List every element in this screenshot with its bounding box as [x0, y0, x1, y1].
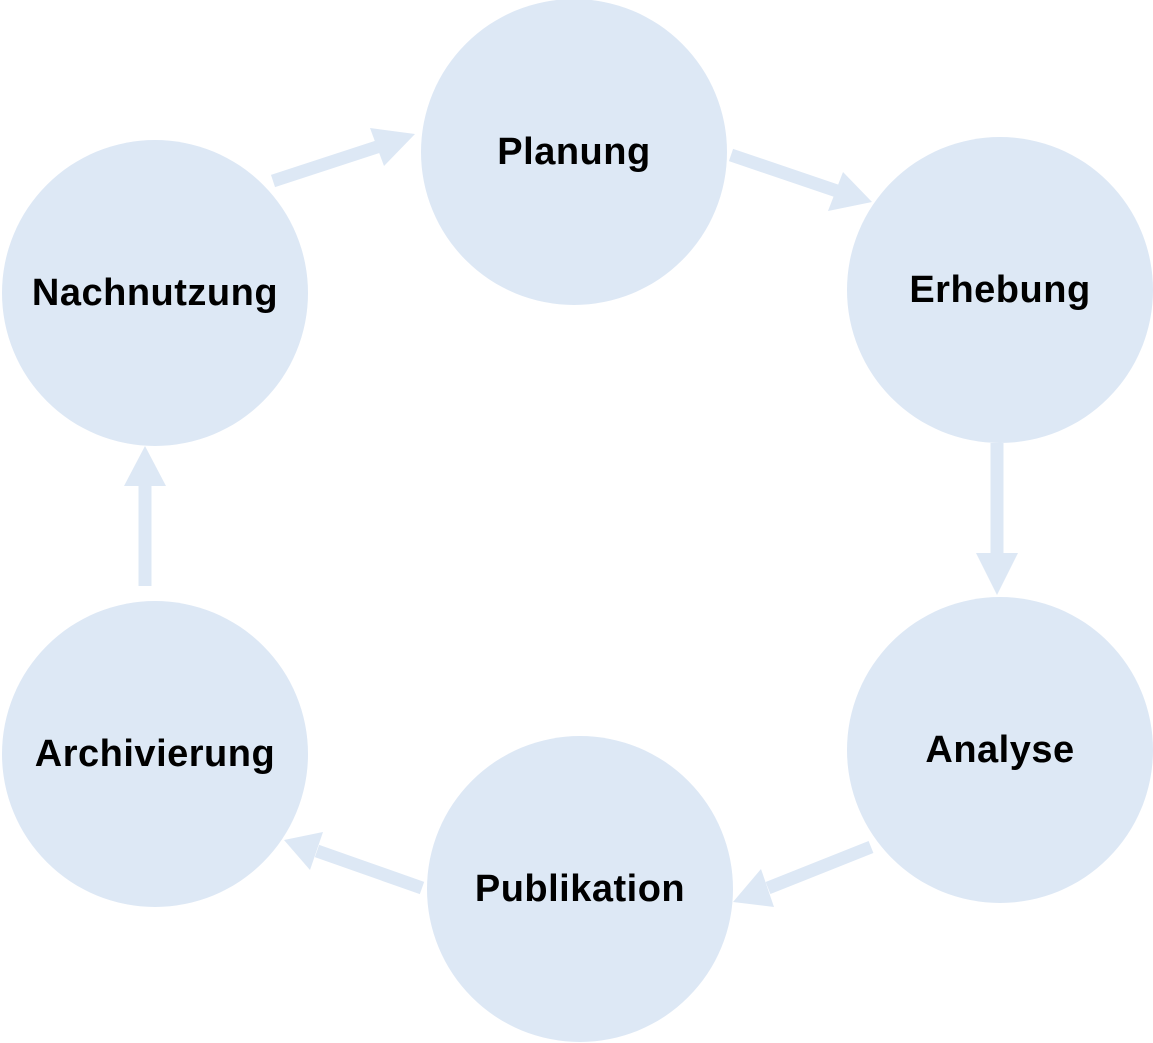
stage-label-planung: Planung	[497, 131, 650, 173]
stage-erhebung: Erhebung	[847, 137, 1153, 443]
flow-arrows	[124, 128, 1018, 907]
stage-label-publikation: Publikation	[475, 868, 685, 910]
stage-planung: Planung	[421, 0, 727, 305]
stage-analyse: Analyse	[847, 597, 1153, 903]
stage-archivierung: Archivierung	[2, 601, 308, 907]
arrow-analyse-to-publikation	[733, 840, 874, 907]
stage-circle	[421, 0, 727, 305]
stage-circle	[847, 597, 1153, 903]
stage-publikation: Publikation	[427, 736, 733, 1042]
stage-label-erhebung: Erhebung	[909, 269, 1090, 311]
stage-label-archivierung: Archivierung	[35, 733, 275, 775]
arrow-nachnutzung-to-planung	[270, 128, 415, 188]
stage-label-analyse: Analyse	[925, 729, 1074, 771]
stage-circle	[847, 137, 1153, 443]
stage-nachnutzung: Nachnutzung	[2, 140, 308, 446]
stage-circle	[2, 601, 308, 907]
stage-label-nachnutzung: Nachnutzung	[32, 272, 278, 314]
arrow-publikation-to-archivierung	[284, 832, 425, 895]
arrow-archivierung-to-nachnutzung	[124, 446, 166, 586]
arrow-erhebung-to-analyse	[976, 443, 1018, 595]
arrow-planung-to-erhebung	[728, 148, 872, 211]
stage-circle	[2, 140, 308, 446]
stage-circle	[427, 736, 733, 1042]
